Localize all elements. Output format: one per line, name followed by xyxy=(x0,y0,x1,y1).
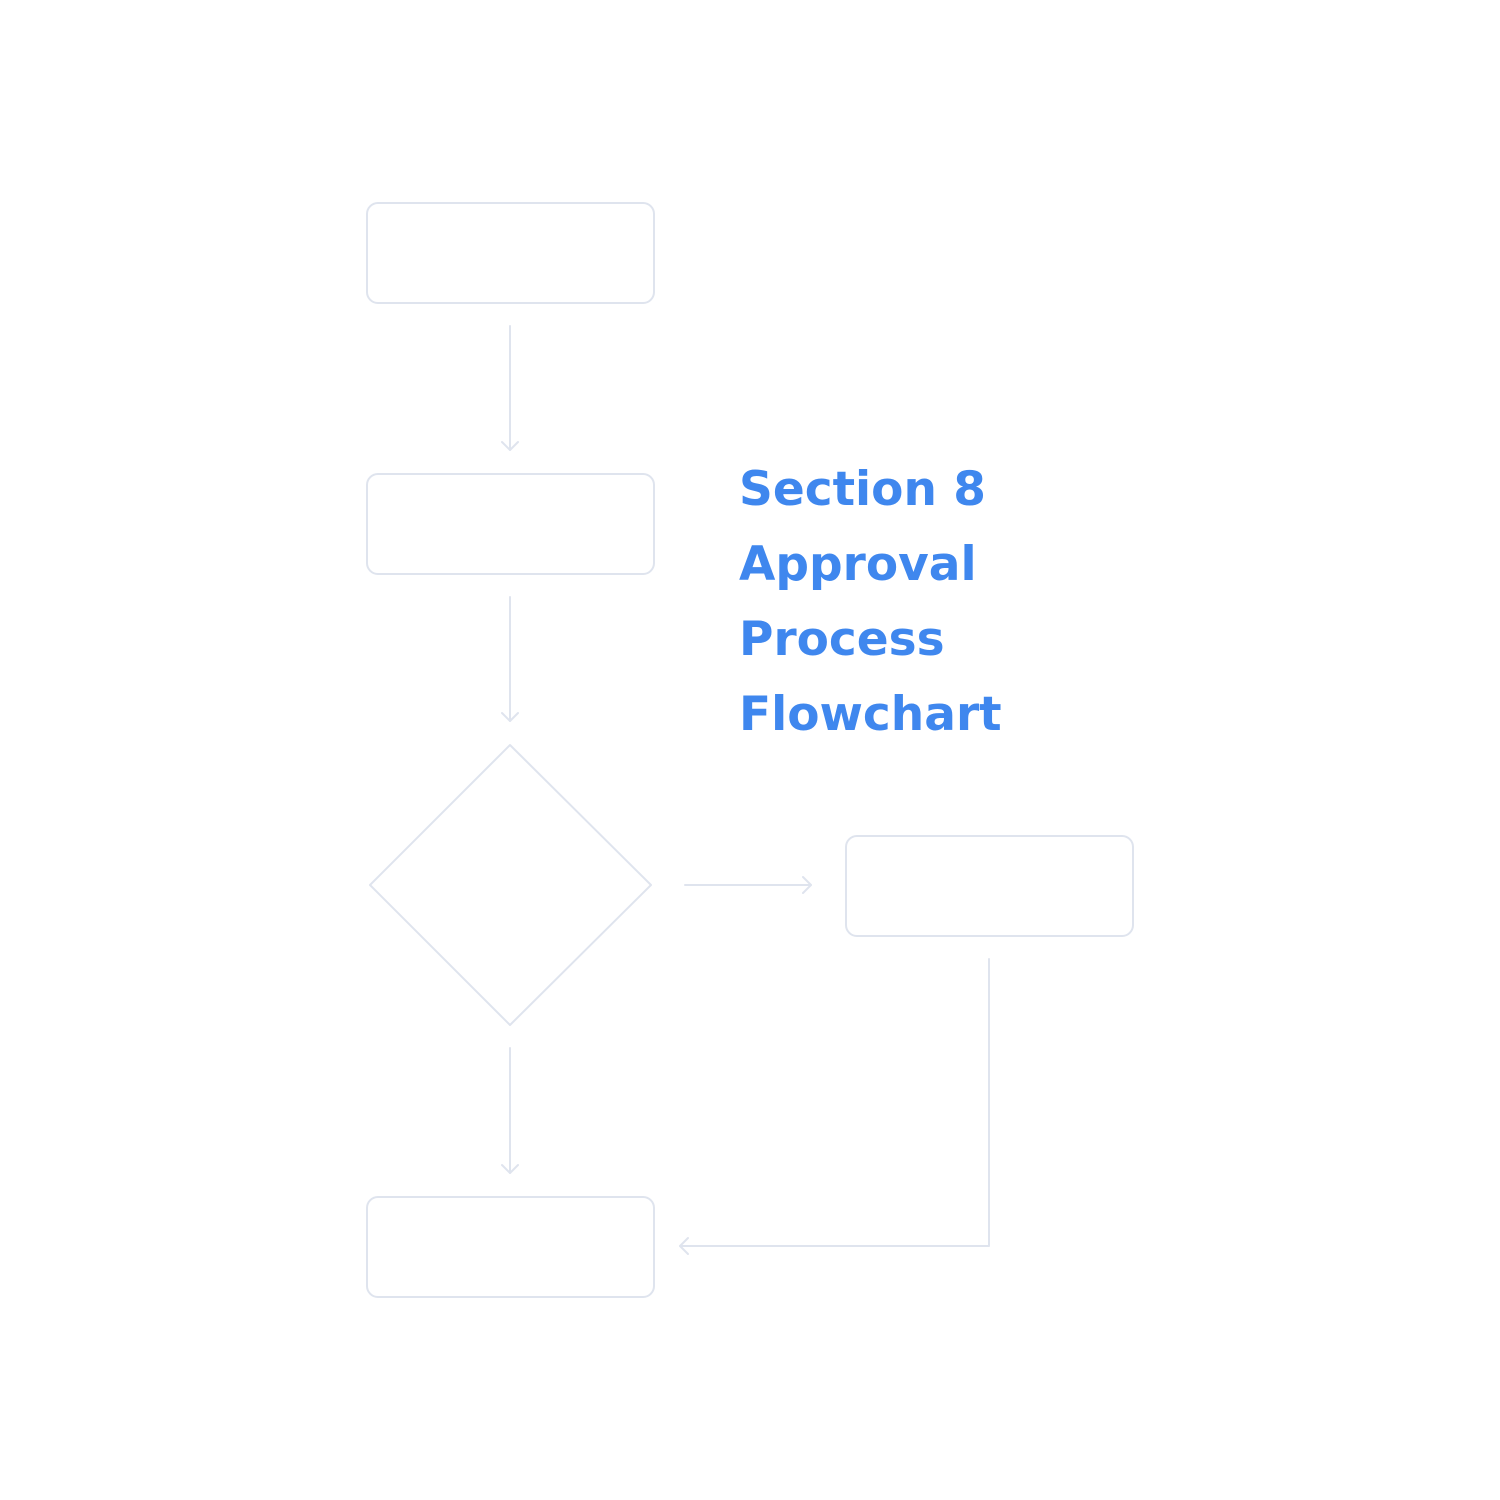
title-line-1: Section 8 xyxy=(739,462,986,517)
title-line-3: Process xyxy=(739,612,945,667)
arrow-side-step-to-final-step xyxy=(679,958,990,1255)
process-box-side-step xyxy=(845,835,1134,937)
arrow-step1-to-step2 xyxy=(501,325,519,451)
title-line-4: Flowchart xyxy=(739,687,1002,742)
diagram-title: Section 8 Approval Process Flowchart xyxy=(739,452,1002,752)
arrow-decision-to-final-step xyxy=(501,1047,519,1174)
arrow-decision-to-side-step xyxy=(684,876,812,894)
process-box-final-step xyxy=(366,1196,655,1298)
decision-diamond xyxy=(369,744,652,1026)
arrow-step2-to-decision xyxy=(501,596,519,722)
process-box-step-2 xyxy=(366,473,655,575)
process-box-step-1 xyxy=(366,202,655,304)
title-line-2: Approval xyxy=(739,537,977,592)
